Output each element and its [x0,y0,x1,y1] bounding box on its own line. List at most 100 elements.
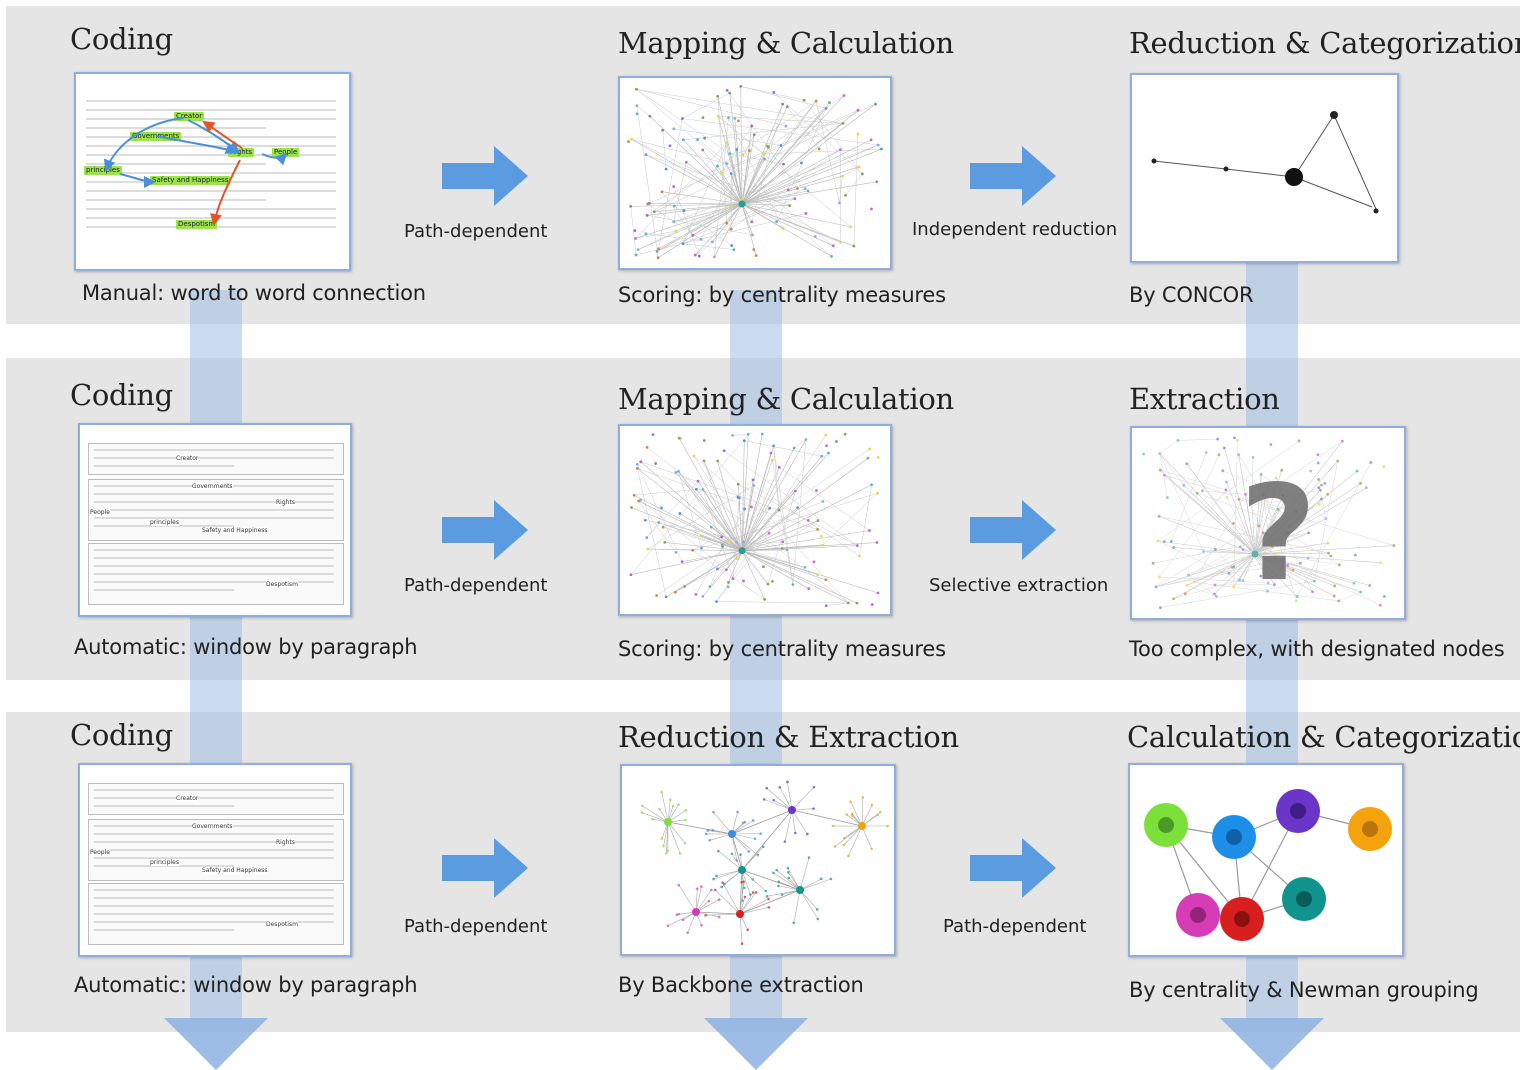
network-node [1232,585,1236,589]
network-node [1192,580,1196,584]
backbone-leaf-node [712,810,715,814]
backbone-leaf-node [686,931,689,935]
text-line [94,797,334,799]
network-node [1162,540,1166,543]
text-line [86,127,266,129]
network-edge [693,455,752,508]
network-node [775,220,779,224]
network-edge [692,550,765,600]
network-edge [654,203,743,213]
network-node [654,462,658,465]
network-node [1259,574,1263,578]
network-edge [1251,457,1254,501]
network-edge [741,550,765,600]
network-node [1222,446,1226,450]
network-node [730,244,734,247]
network-node [691,548,695,552]
network-edge [741,166,860,205]
backbone-leaf-node [783,840,787,843]
backbone-edge [776,869,801,891]
network-edge [683,139,743,205]
network-node [1213,583,1217,587]
network-edge [722,501,823,545]
backbone-edge [799,878,832,891]
text-line [94,457,334,459]
network-edge [647,548,693,551]
network-edge [649,202,743,205]
backbone-leaf-node [761,845,765,849]
network-node [716,94,720,98]
network-node [831,244,835,248]
network-edge [839,176,843,203]
network-node [816,573,820,577]
network-node [828,101,831,105]
network-node [1338,563,1341,567]
backbone-leaf-node [845,813,848,816]
backbone-edge [741,869,801,891]
network-node [656,256,660,260]
network-node [701,595,705,598]
network-node [1326,492,1330,496]
network-edge [662,130,667,170]
network-edge [780,100,817,146]
network-edge [792,439,807,585]
network-edge [773,92,863,175]
network-edge [645,154,743,205]
network-edge [1254,542,1329,555]
network-edge [664,542,743,551]
network-edge [826,602,849,606]
network-node [821,543,825,547]
network-node [729,172,733,175]
network-node [1259,473,1263,476]
network-edge [741,457,869,551]
network-node [635,462,639,466]
backbone-network-graph [640,780,889,946]
backbone-edge [763,799,793,811]
keyword-label: Rights [276,499,295,506]
network-edge [717,96,743,205]
network-edge [656,448,870,596]
backbone-edge [861,797,864,827]
keyword-label: principles [150,519,180,526]
network-node [630,506,633,509]
network-edge [772,460,794,585]
network-edge [741,479,754,551]
row2-mapping-caption: Scoring: by centrality measures [618,637,946,661]
column-flow-arrow-1-head [164,1018,268,1070]
network-edge [741,108,827,205]
network-edge [741,439,807,551]
network-edge [695,149,841,256]
network-edge [647,203,743,216]
network-node [712,255,716,259]
network-node [784,124,788,128]
network-node [1277,551,1281,555]
network-edge [741,203,851,228]
network-node [1202,550,1205,553]
network-edge [695,203,743,256]
network-edge [1171,452,1207,542]
row1-reduction-title: Reduction & Categorization [1129,26,1520,60]
network-node [1324,517,1328,521]
backbone-leaf-node [742,880,746,884]
network-node [856,108,860,112]
network-node [680,117,684,120]
backbone-edge [834,825,863,847]
network-edge [682,92,730,119]
network-node [1156,539,1160,543]
backbone-edge [731,833,750,852]
network-edge [645,154,790,206]
network-edge [1238,454,1263,496]
network-edge [638,500,743,551]
backbone-leaf-node [660,790,664,794]
backbone-hub-node [788,806,796,814]
text-line [94,573,334,575]
network-edge [703,460,738,559]
keyword-label: principles [150,859,180,866]
network-edge [1254,553,1294,571]
network-node [636,248,640,252]
backbone-leaf-node [772,798,775,802]
network-node [869,138,873,142]
network-node [821,500,825,503]
backbone-edge [722,882,741,915]
network-node [804,212,808,215]
